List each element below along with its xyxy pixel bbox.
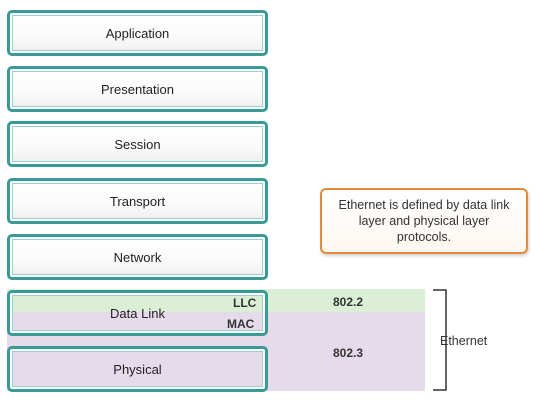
layer-presentation-label: Presentation xyxy=(101,81,174,97)
ethernet-bracket xyxy=(433,289,447,391)
layer-network-label: Network xyxy=(113,249,162,265)
layer-data-link-label: Data Link xyxy=(110,305,165,321)
mac-label: MAC xyxy=(227,317,255,331)
standard-802-3-label: 802.3 xyxy=(332,346,364,360)
layer-application-label: Application xyxy=(105,25,170,41)
layer-transport-label: Transport xyxy=(109,193,166,209)
layer-physical-label: Physical xyxy=(113,361,162,377)
ethernet-callout: Ethernet is defined by data link layer a… xyxy=(320,188,528,254)
llc-band xyxy=(7,289,425,312)
layer-transport: Transport xyxy=(7,178,268,224)
layer-network: Network xyxy=(7,234,268,280)
ethernet-label: Ethernet xyxy=(440,334,488,348)
callout-text: Ethernet is defined by data link layer a… xyxy=(338,198,510,244)
layer-session: Session xyxy=(7,121,268,167)
standard-802-2-label: 802.2 xyxy=(332,295,364,309)
layer-data-link: Data Link xyxy=(7,290,268,336)
layer-presentation: Presentation xyxy=(7,66,268,112)
layer-session-label: Session xyxy=(114,136,161,152)
mac-band xyxy=(7,312,425,391)
layer-physical: Physical xyxy=(7,346,268,392)
layer-application: Application xyxy=(7,10,268,56)
llc-label: LLC xyxy=(233,296,257,310)
